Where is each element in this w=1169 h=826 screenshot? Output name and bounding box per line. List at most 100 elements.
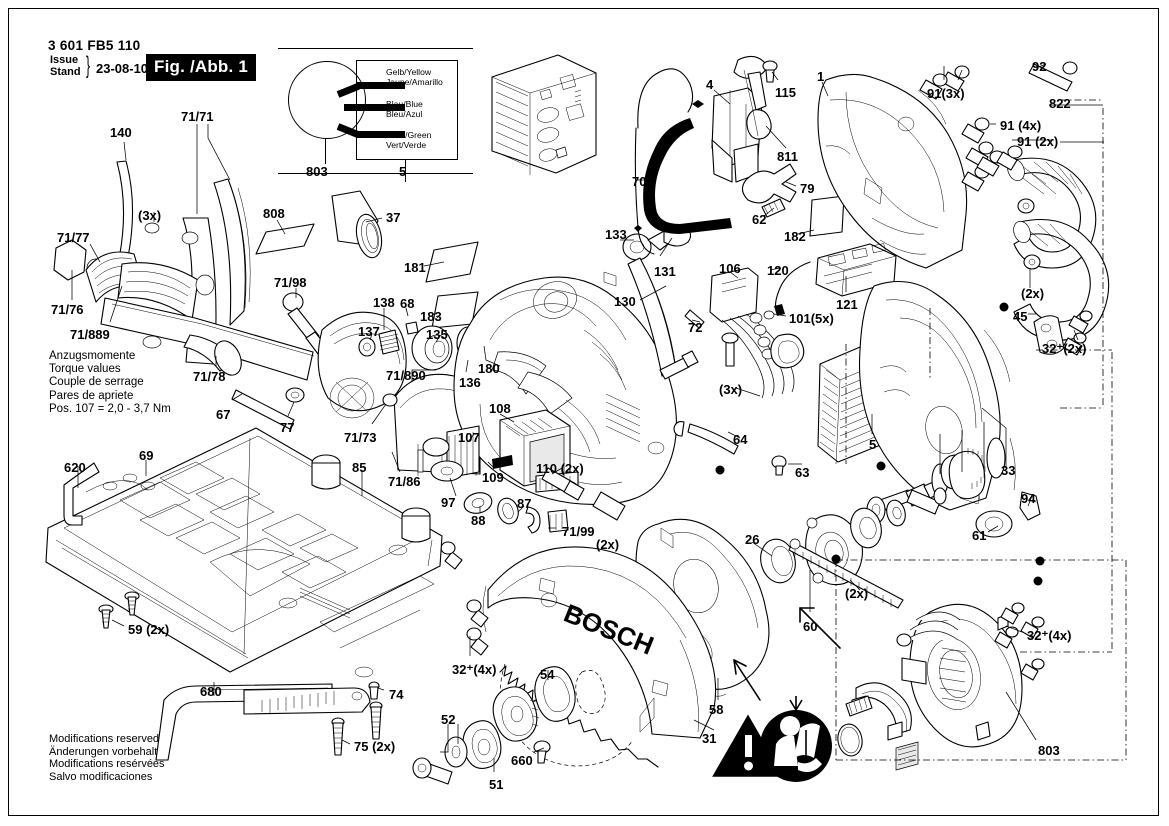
part-71-73-pin <box>382 393 398 407</box>
callout-110-2x: 110 (2x) <box>536 461 584 476</box>
assembly-brackets <box>835 99 1127 761</box>
legend-box-leader <box>405 160 406 182</box>
callout-2x: (2x) <box>596 537 620 552</box>
callout-52: 52 <box>441 712 456 727</box>
callout-138: 138 <box>373 295 395 310</box>
part-71-86-washer <box>422 437 450 457</box>
wiring-legend-region <box>278 48 473 174</box>
wire-label-green-l1: Grün/Green <box>386 130 432 140</box>
part-620-allen-key <box>63 462 100 526</box>
callout-91-3x: 91(3x) <box>927 86 965 101</box>
callout-45: 45 <box>1013 309 1028 324</box>
mods-line-de: Änderungen vorbehalten <box>49 745 170 758</box>
callout-811: 811 <box>777 149 798 164</box>
torque-line-de: Anzugsmomente <box>49 350 136 362</box>
callout-137: 137 <box>358 324 380 339</box>
callout-2x: (2x) <box>845 586 869 601</box>
callout-180: 180 <box>478 361 500 376</box>
connection-dots <box>715 302 1045 586</box>
brace-glyph: } <box>86 52 91 79</box>
callout-135: 135 <box>426 327 448 342</box>
callout-51: 51 <box>489 777 504 792</box>
callout-91-4x: 91 (4x) <box>1000 118 1042 133</box>
part-120-cable <box>774 261 811 311</box>
callout-620: 620 <box>64 460 86 475</box>
part-79-lever <box>741 163 797 204</box>
small-parts-cluster <box>430 460 569 534</box>
callout-91-2x: 91 (2x) <box>1017 134 1059 149</box>
callout-182: 182 <box>784 229 806 244</box>
flange-bearing-group <box>760 487 947 609</box>
part-181-plate <box>425 241 479 283</box>
leader-lines <box>71 63 1079 772</box>
issue-stand-label: Issue Stand <box>50 54 81 78</box>
callout-130: 130 <box>614 294 636 309</box>
callout-140: 140 <box>110 125 132 140</box>
part-680-rip-fence <box>155 683 371 761</box>
part-106-harness <box>709 267 805 399</box>
part-121-module <box>815 243 897 297</box>
part-72-spring <box>684 309 705 329</box>
base-plate-69 <box>45 427 443 678</box>
callout-88: 88 <box>471 513 486 528</box>
callout-5: 5 <box>869 437 877 452</box>
callout-32-4x: 32⁺(4x) <box>452 662 497 677</box>
callout-59-2x: 59 (2x) <box>128 622 170 637</box>
callout-58: 58 <box>709 702 724 717</box>
callout-101-5x: 101(5x) <box>789 311 834 326</box>
part-811-wrench <box>733 55 772 140</box>
part-140-strip <box>116 160 134 260</box>
wire-label-green: Grün/Green Vert/Verde <box>386 130 432 150</box>
callout-68: 68 <box>400 296 415 311</box>
base-mount-arm <box>100 297 315 381</box>
callout-92: 92 <box>1032 59 1047 74</box>
assembly-lines <box>1049 104 1104 143</box>
callout-71-71: 71/71 <box>181 109 214 124</box>
cable-70 <box>634 68 704 255</box>
part-115-screw <box>762 60 778 83</box>
page-border <box>8 8 1159 816</box>
torque-line-en: Torque values <box>49 363 121 376</box>
torque-value: Pos. 107 = 2,0 - 3,7 Nm <box>49 402 171 415</box>
washer-3x <box>144 222 160 234</box>
assembly-arrows <box>733 607 841 701</box>
callout-181: 181 <box>404 260 426 275</box>
part-182-plate <box>809 195 845 237</box>
callout-115: 115 <box>775 85 796 100</box>
handle-822-lower <box>1013 218 1110 341</box>
legend-field-leader <box>325 138 326 164</box>
stand-label: Stand <box>50 65 81 78</box>
callout-87: 87 <box>517 496 532 511</box>
part-72-screw <box>659 350 699 380</box>
wire-label-blue-l1: Blau/Blue <box>386 99 423 109</box>
callout-109: 109 <box>482 470 504 485</box>
wire-label-yellow: Gelb/Yellow Jaune/Amarillo <box>386 67 443 87</box>
part-64-rod <box>673 421 787 476</box>
mods-line-fr: Modifications resérvées <box>49 758 165 771</box>
callout-136: 136 <box>459 375 481 390</box>
callout-106: 106 <box>719 261 741 276</box>
part-67-pin <box>231 389 295 430</box>
callout-74: 74 <box>389 687 404 702</box>
callout-32-2x: 32⁺(2x) <box>1042 341 1087 356</box>
callout-2x: (2x) <box>1021 286 1045 301</box>
callout-33: 33 <box>1001 463 1016 478</box>
wire-label-blue-l2: Bleu/Azul <box>386 108 423 119</box>
callout-72: 72 <box>688 320 703 335</box>
part-77-washer <box>285 387 305 403</box>
callout-183: 183 <box>420 309 442 324</box>
handle-grip-cord <box>643 118 732 234</box>
callout-71-73: 71/73 <box>344 430 377 445</box>
callout-121: 121 <box>836 297 858 312</box>
callout-1: 1 <box>817 69 825 84</box>
issue-date: 23-08-10 <box>96 61 149 76</box>
callout-660: 660 <box>511 753 533 768</box>
part-110-bolts <box>541 467 626 521</box>
callout-71-99: 71/99 <box>562 524 595 539</box>
callout-4: 4 <box>706 77 714 92</box>
callout-71-98: 71/98 <box>274 275 307 290</box>
callout-120: 120 <box>767 263 789 278</box>
part-101-screws <box>763 310 775 320</box>
callout-71-889: 71/889 <box>70 327 110 342</box>
